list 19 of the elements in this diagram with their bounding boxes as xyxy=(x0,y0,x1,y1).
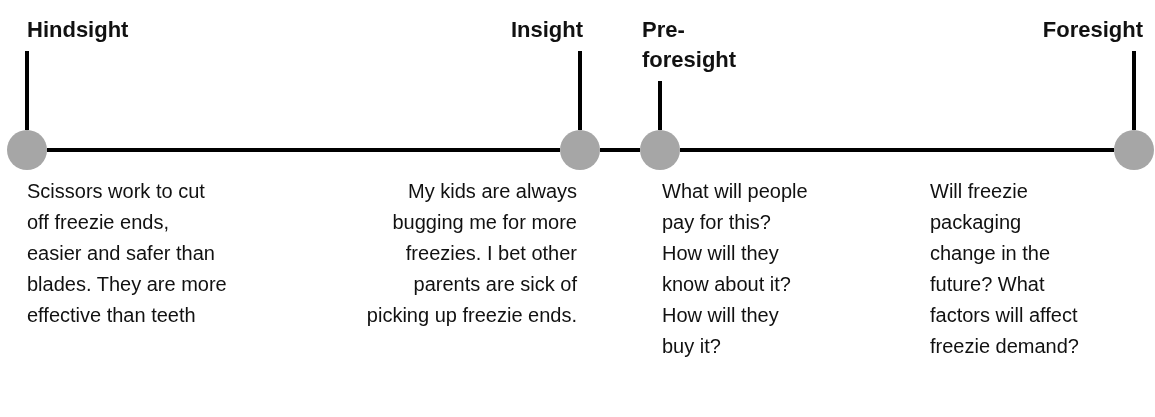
heading-label: Hindsight xyxy=(27,15,129,45)
timeline-marker xyxy=(1114,130,1154,170)
leader-line xyxy=(578,51,582,130)
description-text: Scissors work to cut off freezie ends, easier and safer than blades. They are more effective than teeth xyxy=(27,179,227,328)
heading-label: Foresight xyxy=(1042,15,1143,45)
leader-line xyxy=(1132,51,1136,130)
leader-line xyxy=(658,81,662,130)
description-text: My kids are always bugging me for more freezies. I bet other parents are sick of picking up freezie ends. xyxy=(365,179,577,328)
timeline-marker xyxy=(560,130,600,170)
timeline-line xyxy=(600,148,640,152)
description-text: Will freezie packaging change in the future? What factors will affect freezie demand? xyxy=(930,179,1080,359)
timeline-line xyxy=(680,148,1114,152)
leader-line xyxy=(25,51,29,130)
description-text: What will people pay for this? How will they know about it? How will they buy it? xyxy=(662,179,809,359)
timeline-marker xyxy=(640,130,680,170)
heading-label: Pre-foresight xyxy=(642,15,772,75)
timeline-line xyxy=(47,148,560,152)
heading-label: Insight xyxy=(510,15,583,45)
timeline-marker xyxy=(7,130,47,170)
